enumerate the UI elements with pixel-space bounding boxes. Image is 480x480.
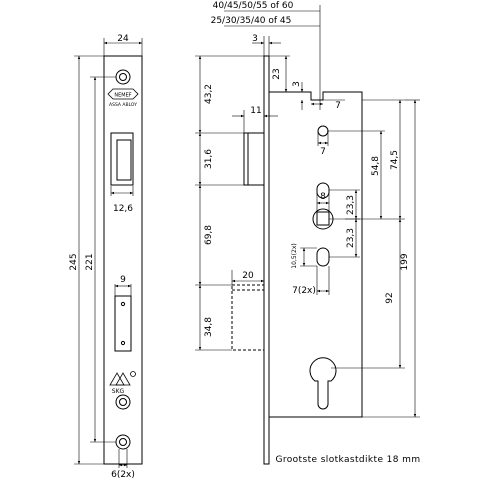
dim-7-2x: 7(2x): [292, 286, 316, 296]
dim-23-3-a: 23,3: [346, 195, 356, 215]
brand-logo-text: NEMEF: [114, 93, 131, 99]
latch: [243, 132, 265, 186]
bolt-opening-width: 9: [120, 275, 126, 285]
case-thickness-note: Grootste slotkastdikte 18 mm: [275, 455, 420, 465]
backset-labels: 40/45/50/55 of 60 25/30/35/40 of 45: [211, 1, 321, 110]
latch-opening-width: 12,6: [113, 204, 133, 214]
latch-projection: 11: [250, 106, 261, 116]
total-height: 245: [69, 253, 79, 270]
case-top-offset: 23: [272, 68, 282, 79]
notch-width: 7: [335, 101, 341, 111]
cert-mark-text: SKG: [112, 388, 125, 395]
upper-case-hole: [317, 125, 329, 137]
hole-dia-top: 7: [320, 147, 326, 157]
dim-23-3-b: 23,3: [346, 228, 356, 248]
top-screw-hole: [115, 69, 131, 85]
backset-line2: 25/30/35/40 of 45: [211, 16, 292, 26]
notch-depth: 3: [292, 81, 302, 87]
dim-199: 199: [400, 253, 410, 270]
side-dimensions: 3 23 3 7 43,2 11 31,6 69,8: [195, 34, 420, 418]
bottom-screw-hole: [115, 434, 131, 450]
nemef-logo: NEMEF ASSA ABLOY: [107, 88, 139, 108]
dim-92: 92: [385, 292, 395, 303]
dim-54-8: 54,8: [371, 156, 381, 176]
cylinder-cutout: [309, 357, 337, 410]
latch-top: 43,2: [204, 84, 214, 104]
side-view: [231, 55, 363, 465]
skg-mark: SKG: [109, 371, 136, 395]
dim-74-5: 74,5: [390, 150, 400, 170]
lower-slot: [316, 247, 330, 267]
hole-spacing: 221: [85, 253, 95, 270]
follower-square: [316, 211, 330, 226]
faceplate-thickness: 3: [252, 34, 258, 44]
middle-screw-hole: [115, 394, 131, 410]
faceplate-outline: [103, 55, 143, 465]
bottom-hole-dia: 6(2x): [111, 470, 135, 480]
deadbolt: [231, 284, 265, 351]
latch-to-bolt: 69,8: [204, 225, 214, 245]
front-dimensions: 24 245 221 6(2x): [69, 34, 143, 480]
front-view: NEMEF ASSA ABLOY 12,6 9 SKG: [103, 55, 143, 465]
latch-opening: [110, 132, 134, 186]
lock-case: [269, 91, 363, 418]
faceplate-width: 24: [117, 34, 129, 44]
follower-square: 8: [320, 192, 326, 202]
bolt-height: 34,8: [204, 317, 214, 337]
latch-height: 31,6: [204, 149, 214, 169]
brand-sub-text: ASSA ABLOY: [109, 102, 137, 108]
bolt-opening: [114, 295, 132, 352]
dim-10-5: 10,5(2x): [291, 243, 298, 268]
side-faceplate: [263, 55, 270, 465]
backset-line1: 40/45/50/55 of 60: [213, 1, 294, 11]
bolt-projection: 20: [242, 271, 254, 281]
